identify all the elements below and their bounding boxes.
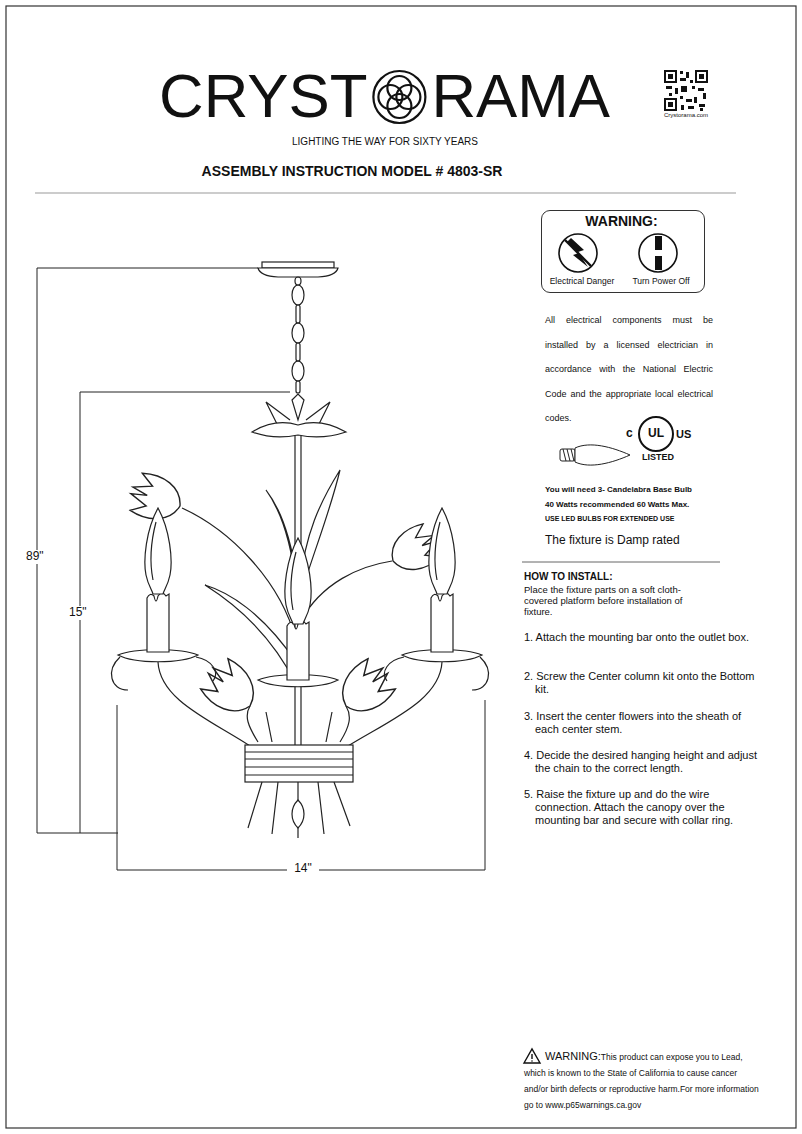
dimension: 15" [67,606,89,620]
dimension-lines [37,268,485,870]
ul-mark [639,417,673,451]
document-title: ASSEMBLY INSTRUCTION MODEL # 4803-SR [132,163,572,179]
bulb-spec: You will need 3- Candelabra Base Bulb [545,485,692,494]
install-step: 3. Insert the center flowers into the sh… [524,710,764,736]
chandelier-drawing [112,262,489,838]
dimension: 89" [24,550,46,564]
power-off-icon [639,234,677,272]
header-rule [35,193,736,194]
electrical-danger-icon [559,234,597,272]
brand-wordmark: RAMA [431,65,610,127]
prop65-triangle [524,1049,540,1063]
warning-box: WARNING: Electrical DangerTurn Power Off [541,210,705,293]
qr-code [665,71,707,111]
ul-mark-text: LISTED [635,452,681,462]
tagline: LIGHTING THE WAY FOR SIXTY YEARS [215,136,555,148]
bulb-spec: 40 Watts recommended 60 Watts Max. [545,500,689,509]
install-step: 2. Screw the Center column kit onto the … [524,670,764,696]
electrician-note: All electrical components must be instal… [545,308,713,431]
install-step: 4. Decide the desired hanging height and… [524,749,764,775]
ul-mark-text: c [626,427,633,441]
candelabra-bulb [560,445,630,465]
bulb-spec: USE LED BULBS FOR EXTENDED USE [545,515,675,523]
ul-mark-text: US [676,428,691,441]
dimension: 14" [287,862,319,876]
icon-caption: Turn Power Off [622,277,700,287]
damp-rating: The fixture is Damp rated [545,534,680,548]
website: Crystorama.com [651,112,721,119]
brand-wordmark: CRYST [159,65,367,127]
logo-symbol [373,71,425,123]
icon-caption: Electrical Danger [543,277,621,287]
section-heading: HOW TO INSTALL: [524,571,613,583]
section-rule [522,562,720,563]
install-step: 5. Raise the fixture up and do the wire … [524,788,764,827]
prop65-warning: WARNING:This product can expose you to L… [524,1048,760,1113]
install-step: 1. Attach the mounting bar onto the outl… [524,631,764,644]
warning-heading: WARNING: [545,1050,601,1062]
warning-heading: WARNING: [542,213,701,229]
install-intro: Place the fixture parts on a soft cloth-… [524,584,689,617]
page-border [6,6,796,1128]
ul-mark-text: UL [643,427,669,441]
